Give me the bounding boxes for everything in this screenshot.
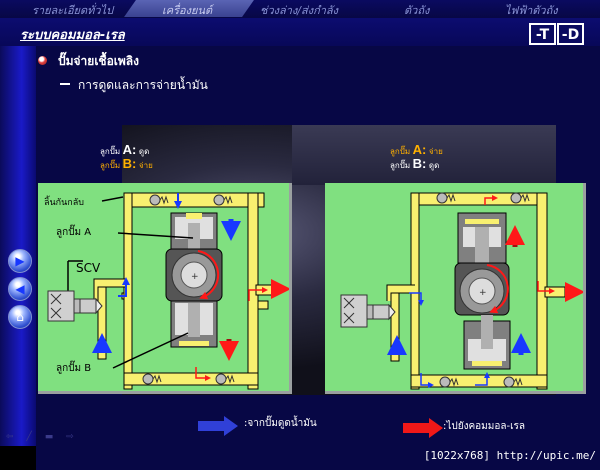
- status-key: A:: [412, 142, 427, 157]
- check-valve-icon: [149, 194, 169, 206]
- dash-icon: [60, 83, 70, 85]
- nav-item-body-electrical[interactable]: ไฟฟ้าตัวถัง: [505, 4, 558, 17]
- right-pump-diagram: +: [325, 183, 586, 394]
- plunger-a-label: ลูกปั๊ม A: [56, 227, 92, 238]
- home-icon: ⌂: [16, 310, 24, 324]
- home-button[interactable]: ⌂: [8, 305, 32, 329]
- scv-valve-icon: [340, 294, 396, 328]
- bullet-heading: ปั๊มจ่ายเชื้อเพลิง: [58, 54, 140, 68]
- next-button[interactable]: ▶: [8, 249, 32, 273]
- top-nav: รายละเอียดทั่วไป เครื่องยนต์ ช่วงล่าง/ส่…: [0, 0, 600, 18]
- next-icon: ▶: [15, 254, 25, 268]
- status-prefix: ลูกปั๊ม: [390, 147, 411, 156]
- svg-text:+: +: [479, 288, 487, 298]
- status-value: ดูด: [138, 147, 150, 156]
- red-arrow-icon: [403, 418, 443, 438]
- status-key: B:: [122, 156, 137, 171]
- next-arrow-icon[interactable]: ⇨: [66, 432, 74, 442]
- left-strip: [0, 0, 36, 446]
- check-valve-label: ลิ้นกันกลับ: [44, 198, 84, 208]
- nav-item-general[interactable]: รายละเอียดทั่วไป: [32, 4, 114, 17]
- bottom-toolbar: ⇦ ╱ ▬ ⇨: [6, 432, 84, 442]
- left-status-b: ลูกปั๊ม B: จ่าย: [100, 156, 153, 172]
- sub-bullet: การดูดและการจ่ายน้ำมัน: [78, 78, 208, 92]
- status-prefix: ลูกปั๊ม: [100, 161, 121, 170]
- svg-text:+: +: [191, 272, 199, 282]
- nav-item-engine[interactable]: เครื่องยนต์: [162, 4, 213, 17]
- bullet-icon: [38, 56, 47, 65]
- pen-icon[interactable]: ╱: [26, 432, 32, 442]
- footer-watermark: [1022x768] http://upic.me/: [423, 449, 596, 462]
- pump-diagram-svg: +: [47, 192, 291, 390]
- status-value: ดูด: [428, 161, 440, 170]
- pump-diagram-svg: +: [340, 192, 585, 390]
- back-icon: ◀: [15, 282, 25, 296]
- legend-red-label: :ไปยังคอมมอล-เรล: [443, 421, 526, 432]
- left-status-a: ลูกปั๊ม A: ดูด: [100, 142, 149, 158]
- status-prefix: ลูกปั๊ม: [100, 147, 121, 156]
- scv-label: SCV: [76, 261, 101, 275]
- scv-valve-icon: [47, 290, 103, 322]
- plunger-b-label: ลูกปั๊ม B: [56, 363, 92, 374]
- status-value: จ่าย: [428, 147, 443, 156]
- right-status-a: ลูกปั๊ม A: จ่าย: [390, 142, 443, 158]
- title-bar: [0, 18, 600, 46]
- status-key: A:: [122, 142, 137, 157]
- t-button[interactable]: -T: [529, 23, 556, 45]
- page-title: ระบบคอมมอล-เรล: [20, 28, 125, 43]
- right-status-b: ลูกปั๊ม B: ดูด: [390, 156, 439, 172]
- legend-blue-label: :จากปั๊มดูดน้ำมัน: [244, 418, 317, 429]
- status-prefix: ลูกปั๊ม: [390, 161, 411, 170]
- nav-item-chassis[interactable]: ช่วงล่าง/ส่งกำลัง: [260, 4, 339, 17]
- back-button[interactable]: ◀: [8, 277, 32, 301]
- status-value: จ่าย: [138, 161, 153, 170]
- status-key: B:: [412, 156, 427, 171]
- nav-item-body[interactable]: ตัวถัง: [404, 4, 430, 17]
- blue-arrow-icon: [198, 416, 238, 436]
- menu-icon[interactable]: ▬: [44, 432, 54, 442]
- left-pump-diagram: + ลิ้นกันกลับ ลูกปั๊ม A SCV ลูกปั๊: [38, 183, 292, 394]
- d-button[interactable]: -D: [557, 23, 584, 45]
- prev-arrow-icon[interactable]: ⇦: [6, 432, 14, 442]
